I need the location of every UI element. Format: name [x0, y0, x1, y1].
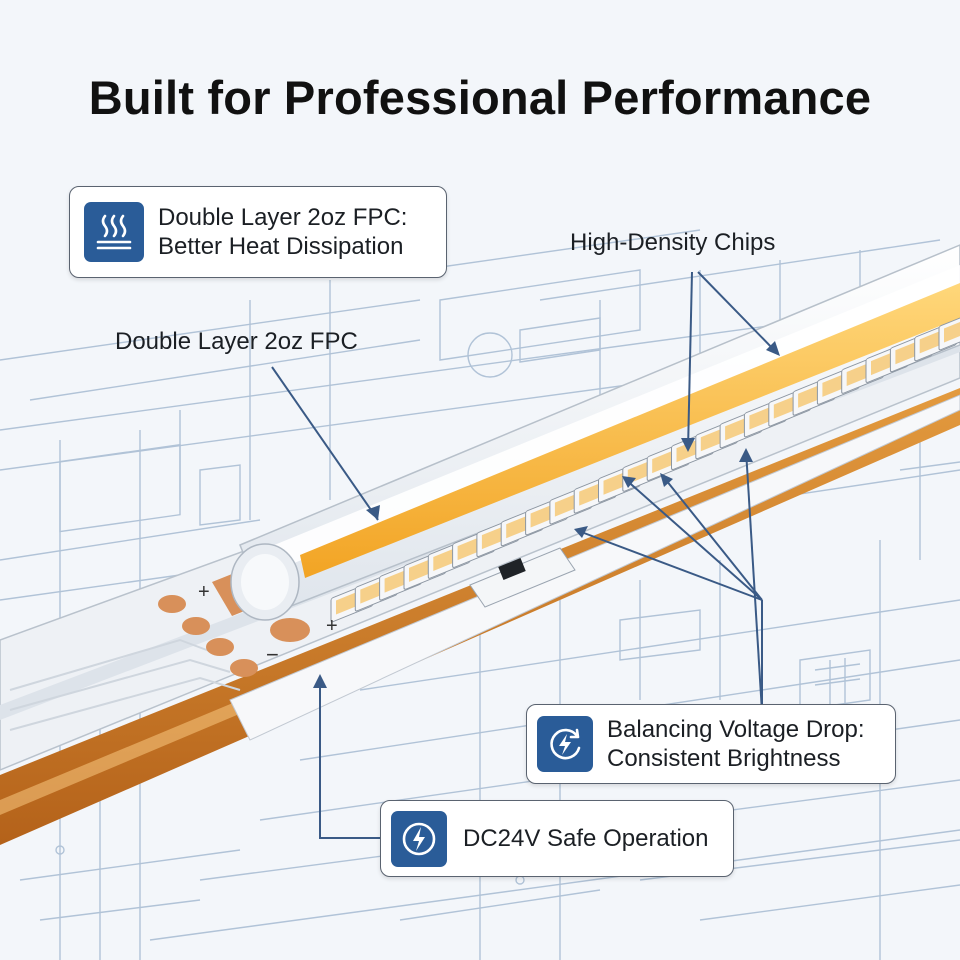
dc24v-text: DC24V Safe Operation — [463, 825, 709, 852]
plus-mark-right: + — [326, 615, 338, 637]
smd-chip-row — [330, 309, 960, 623]
callout-heat-dissipation: Double Layer 2oz FPC: Better Heat Dissip… — [69, 186, 447, 278]
heat-line1: Double Layer 2oz FPC: — [158, 204, 408, 231]
cob-glow-line — [300, 283, 960, 578]
label-high-density-chips: High-Density Chips — [570, 229, 776, 256]
resistor-component — [469, 547, 576, 608]
plus-mark: + — [198, 581, 210, 603]
heat-line2: Better Heat Dissipation — [158, 233, 404, 260]
voltage-line2: Consistent Brightness — [607, 745, 841, 772]
lightning-gauge-icon — [537, 716, 593, 772]
page-title: Built for Professional Performance — [88, 71, 872, 124]
callout-dc24v: DC24V Safe Operation — [380, 800, 734, 877]
heat-waves-icon — [84, 202, 144, 262]
annotation-arrows — [271, 271, 779, 839]
label-double-layer-fpc: Double Layer 2oz FPC — [115, 328, 358, 355]
power-icon — [391, 810, 447, 867]
callout-voltage-drop: Balancing Voltage Drop: Consistent Brigh… — [526, 704, 896, 784]
smd-chip — [938, 309, 960, 351]
arrow-heads — [313, 341, 780, 688]
voltage-line1: Balancing Voltage Drop: — [607, 716, 865, 743]
minus-mark: − — [266, 642, 279, 667]
